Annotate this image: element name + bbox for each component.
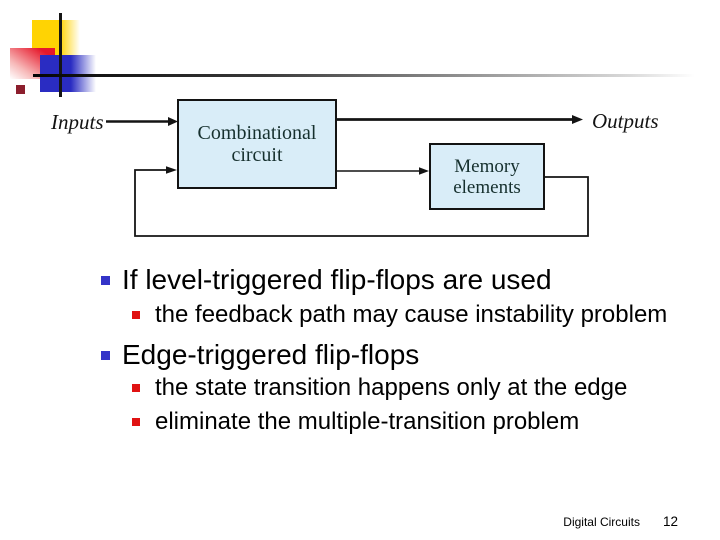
blue-square-bullet-icon	[101, 350, 110, 360]
inputs-arrowhead-icon	[168, 117, 178, 126]
bullet-level2: eliminate the multiple-transition proble…	[132, 407, 579, 436]
bullet-text: eliminate the multiple-transition proble…	[155, 407, 580, 435]
bullet-text: If level-triggered flip-flops are used	[122, 264, 552, 295]
inputs-label: Inputs	[51, 110, 104, 134]
logo-blue-square	[40, 55, 96, 92]
footer-page-number: 12	[662, 514, 678, 529]
combinational-circuit-box: Combinational circuit	[177, 99, 337, 189]
bullet-text: Edge-triggered flip-flops	[122, 339, 420, 370]
blue-square-bullet-icon	[101, 275, 110, 285]
header-divider-line	[33, 74, 695, 77]
red-square-bullet-icon	[132, 383, 140, 392]
logo-maroon-dot	[16, 85, 25, 94]
red-square-bullet-icon	[132, 417, 140, 426]
outputs-label: Outputs	[592, 109, 659, 133]
feedback-path	[134, 169, 589, 237]
logo-vertical-line	[59, 13, 62, 97]
combinational-circuit-label: Combinational circuit	[197, 122, 317, 166]
feedback-arrowhead-icon	[166, 166, 177, 174]
comb-to-memory-arrowhead-icon	[419, 167, 429, 175]
footer: Digital Circuits 12	[563, 514, 678, 529]
bullet-text: the state transition happens only at the…	[155, 373, 628, 401]
footer-course-label: Digital Circuits	[563, 515, 640, 529]
red-square-bullet-icon	[132, 310, 140, 319]
bullet-text: the feedback path may cause instability …	[155, 300, 668, 328]
memory-elements-label: Memory elements	[453, 155, 521, 198]
bullet-level2: the state transition happens only at the…	[132, 373, 627, 402]
bullet-level1: If level-triggered flip-flops are used	[101, 263, 552, 297]
bullet-level2: the feedback path may cause instability …	[132, 300, 667, 329]
outputs-arrowhead-icon	[572, 115, 583, 124]
memory-elements-box: Memory elements	[429, 143, 545, 210]
bullet-level1: Edge-triggered flip-flops	[101, 338, 419, 372]
